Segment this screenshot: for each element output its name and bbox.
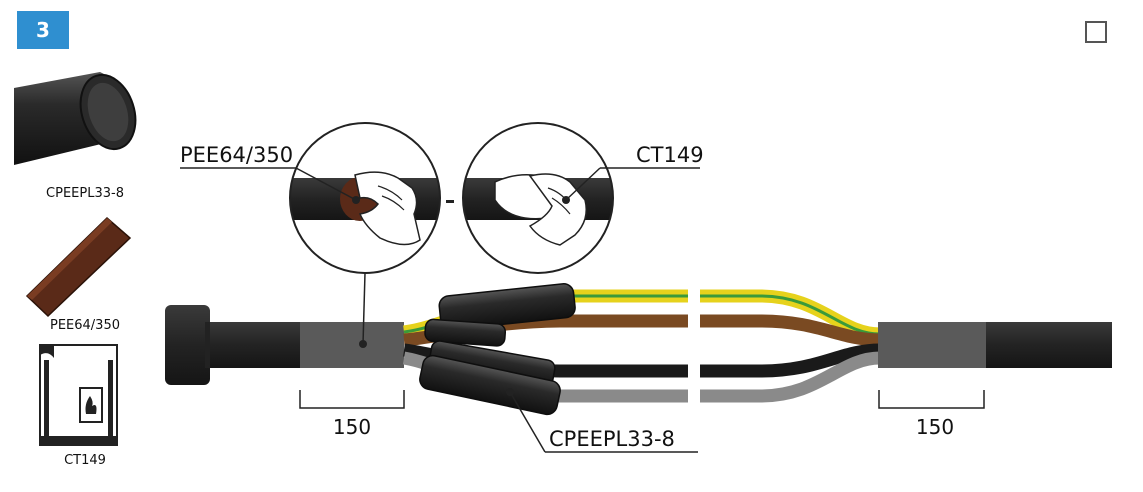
dimension-right-text: 150 <box>916 415 954 439</box>
shrink-tube-lower-2 <box>419 354 561 416</box>
callout-tube-text: CPEEPL33-8 <box>549 427 675 451</box>
step-complete-checkbox[interactable] <box>1085 21 1107 43</box>
shrink-tube-upper-2 <box>424 318 507 347</box>
step-number-badge: 3 <box>36 18 50 42</box>
brown-tape-icon <box>25 216 132 318</box>
part-label-ct149: CT149 <box>64 453 106 468</box>
callout-tape: PEE64/350 <box>180 143 360 204</box>
dimension-left-text: 150 <box>333 415 371 439</box>
core-grey-right <box>700 351 881 403</box>
detail-separator-dash <box>446 200 454 203</box>
cleaning-wipe-packet-icon <box>39 344 118 446</box>
detail-circle-tape <box>289 122 441 274</box>
left-sheath-abraded-band <box>300 322 404 368</box>
detail-circle-wipe <box>462 122 614 274</box>
left-cable-sheath <box>210 322 310 368</box>
cable-end-cap <box>165 305 215 385</box>
dimension-left: 150 <box>299 390 405 439</box>
callout-wipe: CT149 <box>562 143 704 204</box>
black-shrink-tube-icon <box>14 72 137 165</box>
step-badge-background <box>17 11 69 49</box>
shrink-tube-upper-1 <box>438 283 576 331</box>
callout-tape-text: PEE64/350 <box>180 143 293 167</box>
core-brown-right <box>700 314 881 347</box>
callout-tube: CPEEPL33-8 <box>506 388 698 453</box>
dimension-right: 150 <box>878 390 985 439</box>
tape-location-leader <box>362 272 366 345</box>
right-sheath-abraded-band <box>878 322 986 368</box>
core-black-right <box>700 343 881 378</box>
callout-wipe-text: CT149 <box>636 143 704 167</box>
part-label-pee64-350: PEE64/350 <box>49 318 120 333</box>
part-label-cpeepl33-8: CPEEPL33-8 <box>46 186 124 201</box>
right-cable-sheath <box>986 322 1112 368</box>
